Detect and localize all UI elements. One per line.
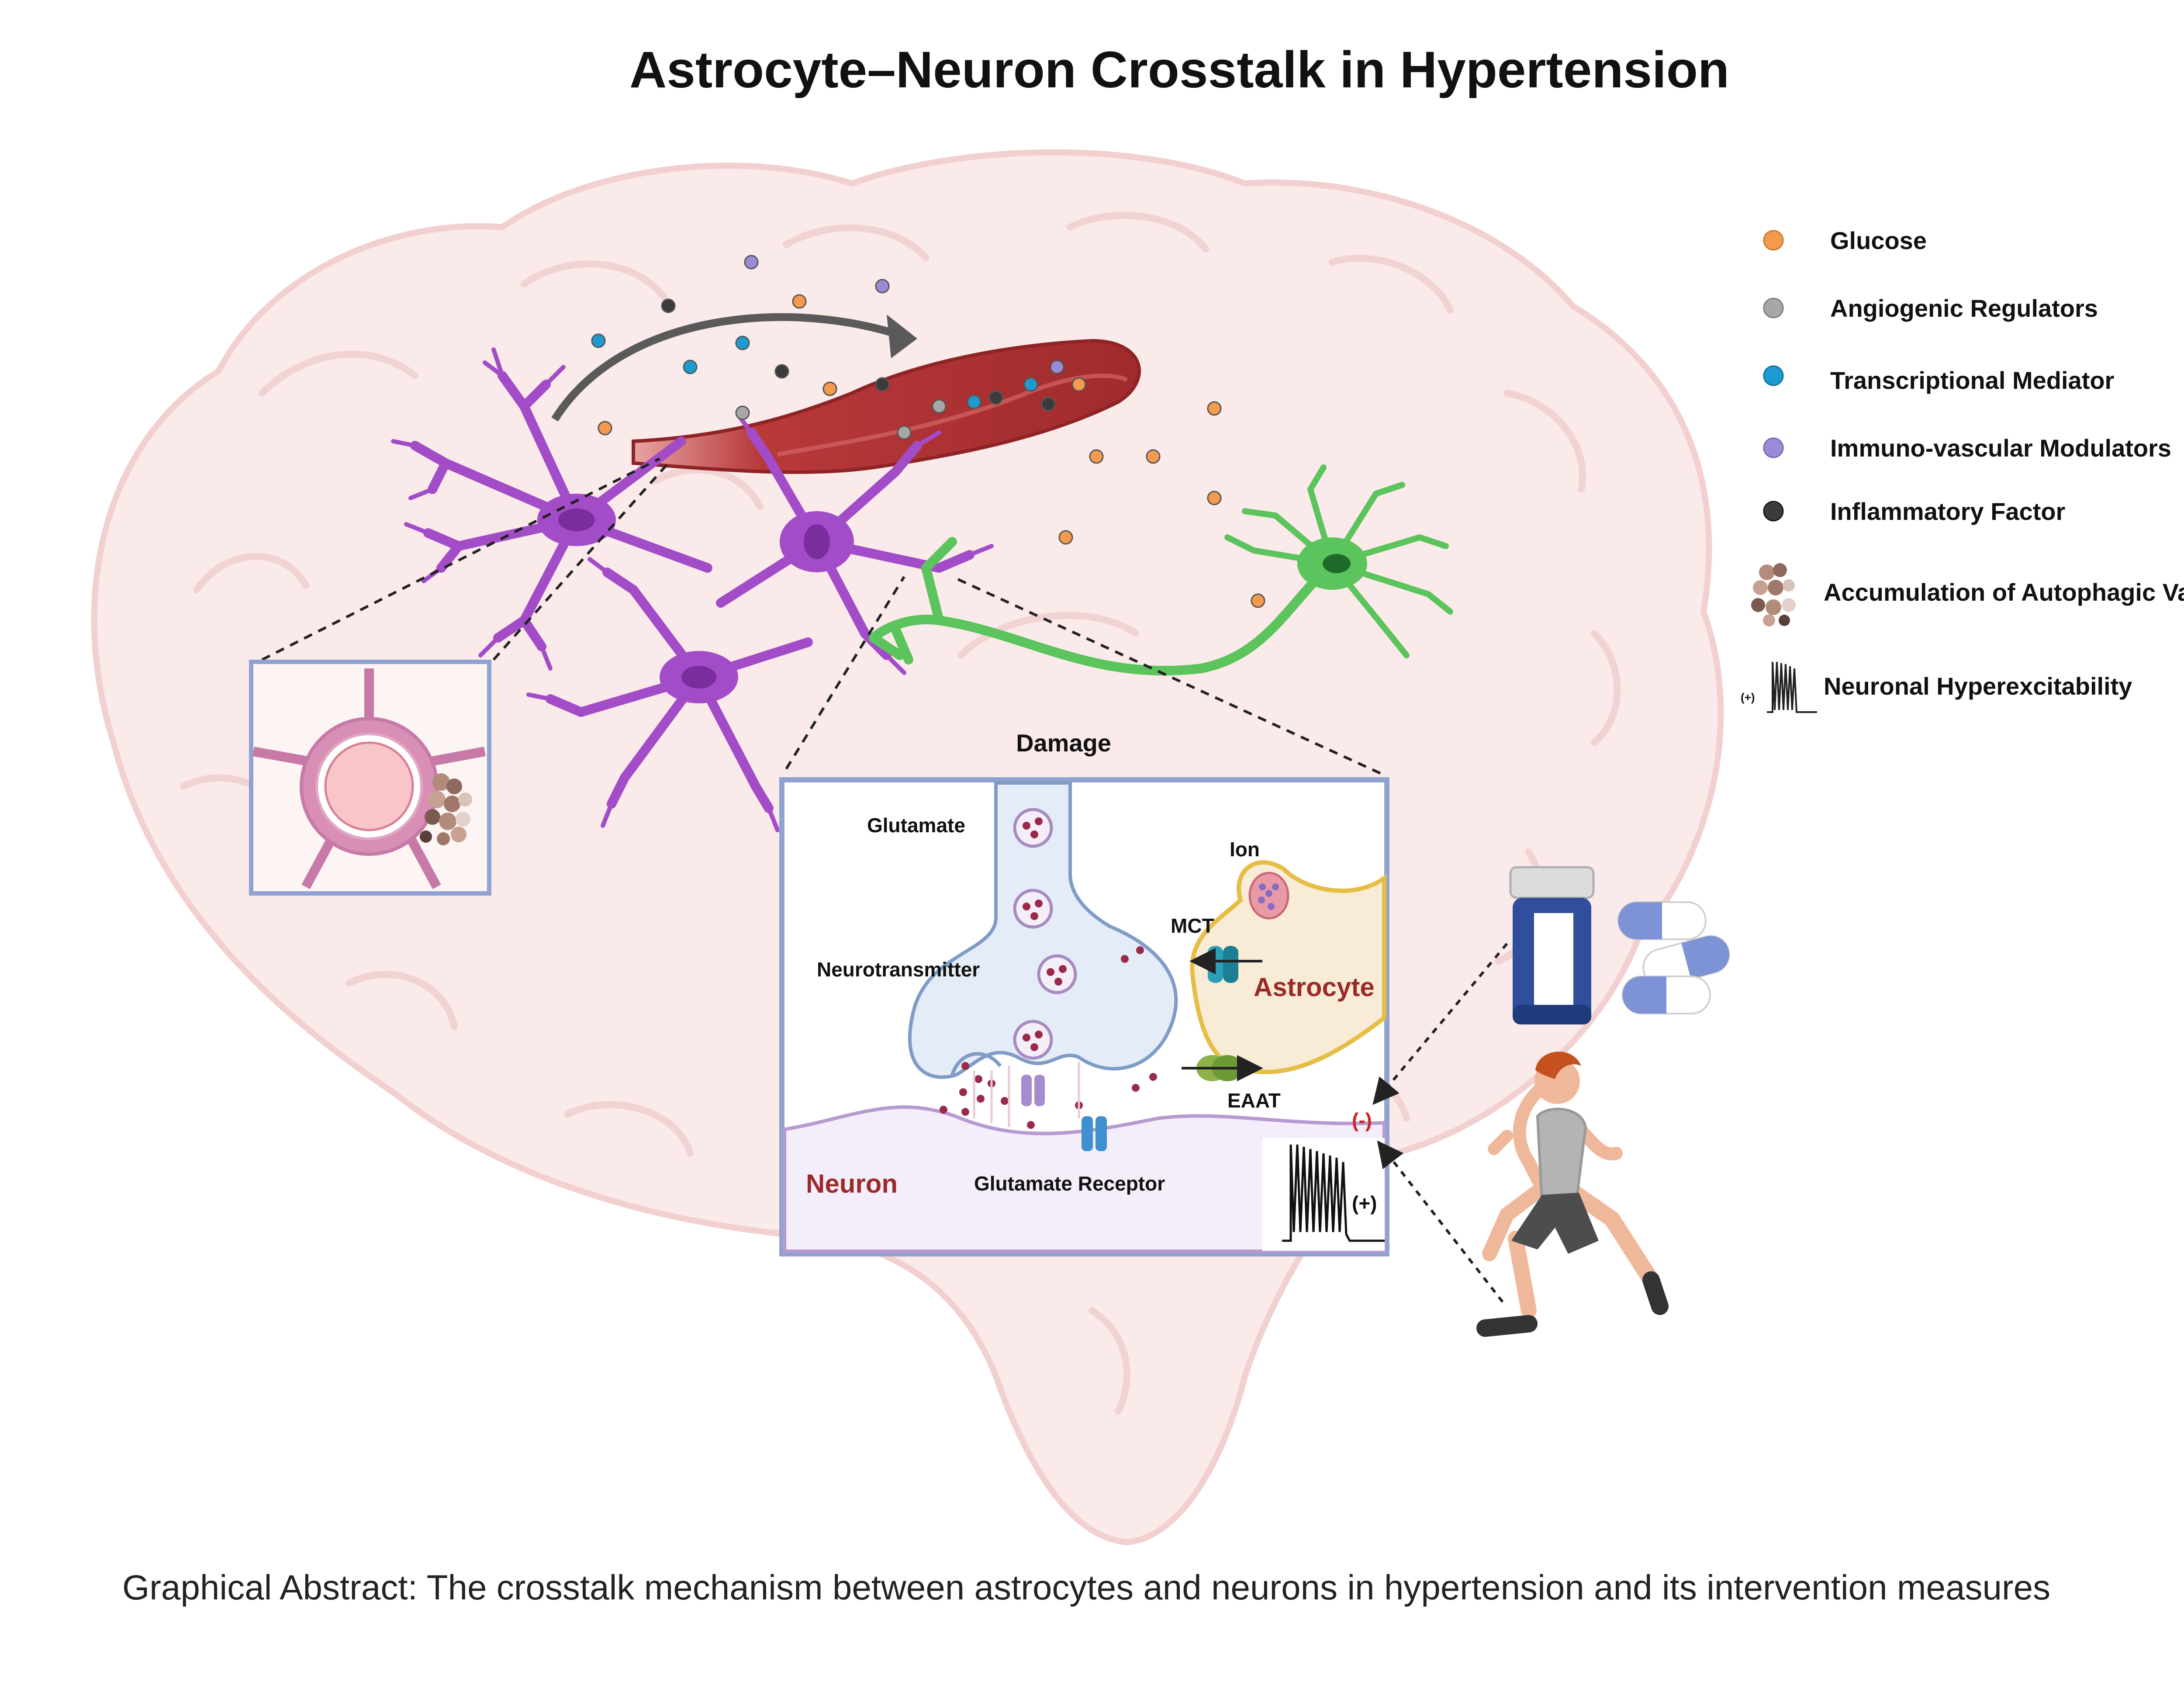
ion-channel-icon [1248,872,1289,920]
legend-label: Glucose [1830,227,1927,254]
astrocyte-label: Astrocyte [1254,972,1375,1002]
legend-label: Accumulation of Autophagic Vacuoles [1824,578,2184,606]
damage-label: Damage [1016,729,1111,757]
mct-label: MCT [1171,914,1214,937]
glucose-dot-icon [1763,230,1784,251]
inflammatory-factor-dot-icon [1763,501,1784,522]
legend-label: Transcriptional Mediator [1830,367,2114,394]
spike-plus-sign: (+) [1741,691,1755,704]
synaptic-vesicles [1013,808,1077,1060]
legend-item-immuno-vascular-modulators: Immuno-vascular Modulators [1763,434,2171,462]
legend-item-glucose: Glucose [1763,227,1927,254]
glutamate-label: Glutamate [867,814,965,837]
scattered-molecules [591,255,1265,608]
spike-train-icon [1767,661,1817,713]
legend-item-angiogenic-regulators: Angiogenic Regulators [1763,294,2098,322]
page-title: Astrocyte–Neuron Crosstalk in Hypertensi… [629,41,1729,99]
autophagic-vacuole-cluster-icon [1751,563,1796,626]
astrocyte-process [1190,860,1386,1074]
figure-caption: Graphical Abstract: The crosstalk mechan… [122,1568,2051,1607]
exercise-arrow [1377,1140,1504,1303]
vessel-cross-section-inset [249,457,670,896]
transcriptional-mediator-dot-icon [1763,365,1784,386]
medication-icon [1509,866,1730,1024]
flow-arrow [551,313,905,422]
legend-label: Inflammatory Factor [1830,498,2065,525]
neuron-cell [869,464,1453,676]
legend: Glucose Angiogenic Regulators Transcript… [1741,227,2184,713]
legend-item-transcriptional-mediator: Transcriptional Mediator [1763,365,2114,394]
eaat-label: EAAT [1227,1089,1281,1112]
angiogenic-regulator-dot-icon [1763,298,1784,318]
neuron-label: Neuron [806,1169,898,1198]
caption-container: Graphical Abstract: The crosstalk mechan… [122,1568,2051,1607]
legend-label: Immuno-vascular Modulators [1830,434,2171,462]
immuno-vascular-modulator-dot-icon [1763,437,1784,458]
spike-train-icon [1282,1144,1385,1242]
legend-item-neuronal-hyperexcitability: (+) Neuronal Hyperexcitability [1741,661,2132,713]
inhibition-sign: (-) [1352,1109,1372,1132]
glutamate-receptor-icon [1082,1116,1107,1151]
flow-arrow-head [887,315,917,358]
presynaptic-channel-icon [1021,1075,1045,1106]
presynaptic-terminal [908,781,1178,1079]
legend-item-autophagic-vacuoles: Accumulation of Autophagic Vacuoles [1751,563,2184,626]
ion-label: Ion [1230,838,1260,861]
legend-item-inflammatory-factor: Inflammatory Factor [1763,498,2065,525]
exercise-runner-icon [1476,1052,1669,1337]
medication-arrow [1372,943,1508,1105]
neurotransmitter-label: Neurotransmitter [817,958,980,981]
autophagic-vacuole-cluster-icon [420,773,472,845]
glutamate-receptor-label: Glutamate Receptor [974,1172,1165,1195]
legend-label: Angiogenic Regulators [1830,294,2098,322]
legend-label: Neuronal Hyperexcitability [1824,672,2132,700]
astrocyte-cells [391,347,994,832]
excitation-sign: (+) [1352,1192,1377,1215]
synapse-inset: Damage [779,575,1389,1256]
